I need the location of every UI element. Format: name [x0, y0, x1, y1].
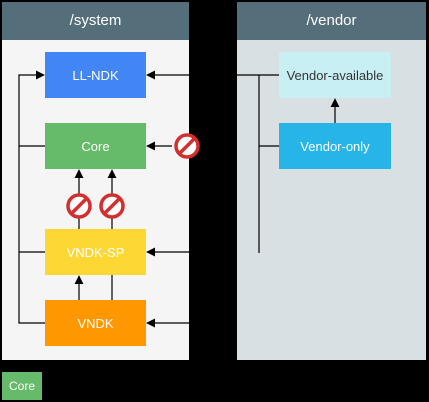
- legend-core-label: Core: [8, 379, 35, 393]
- core-label: Core: [81, 138, 110, 154]
- vendor-panel-title: /vendor: [237, 2, 426, 40]
- rail-vndk-to-llndk: [18, 70, 45, 324]
- ll-ndk-module: LL-NDK: [45, 52, 146, 98]
- vndk-module: VNDK: [45, 300, 146, 346]
- vendor-available-module: Vendor-available: [279, 52, 391, 98]
- vndk-label: VNDK: [77, 315, 114, 331]
- vndk-sp-module: VNDK-SP: [45, 229, 146, 275]
- ll-ndk-label: LL-NDK: [72, 67, 119, 83]
- vndk-sp-label: VNDK-SP: [66, 244, 125, 260]
- vendor-available-label: Vendor-available: [286, 67, 384, 83]
- vendor-only-module: Vendor-only: [279, 123, 391, 169]
- no-entry-icon: [66, 193, 92, 219]
- legend-core-swatch: Core: [2, 372, 42, 400]
- core-module: Core: [45, 123, 146, 169]
- no-entry-icon: [99, 193, 125, 219]
- vendor-only-label: Vendor-only: [300, 138, 370, 154]
- no-entry-icon: [174, 133, 200, 159]
- system-panel-title: /system: [2, 2, 189, 40]
